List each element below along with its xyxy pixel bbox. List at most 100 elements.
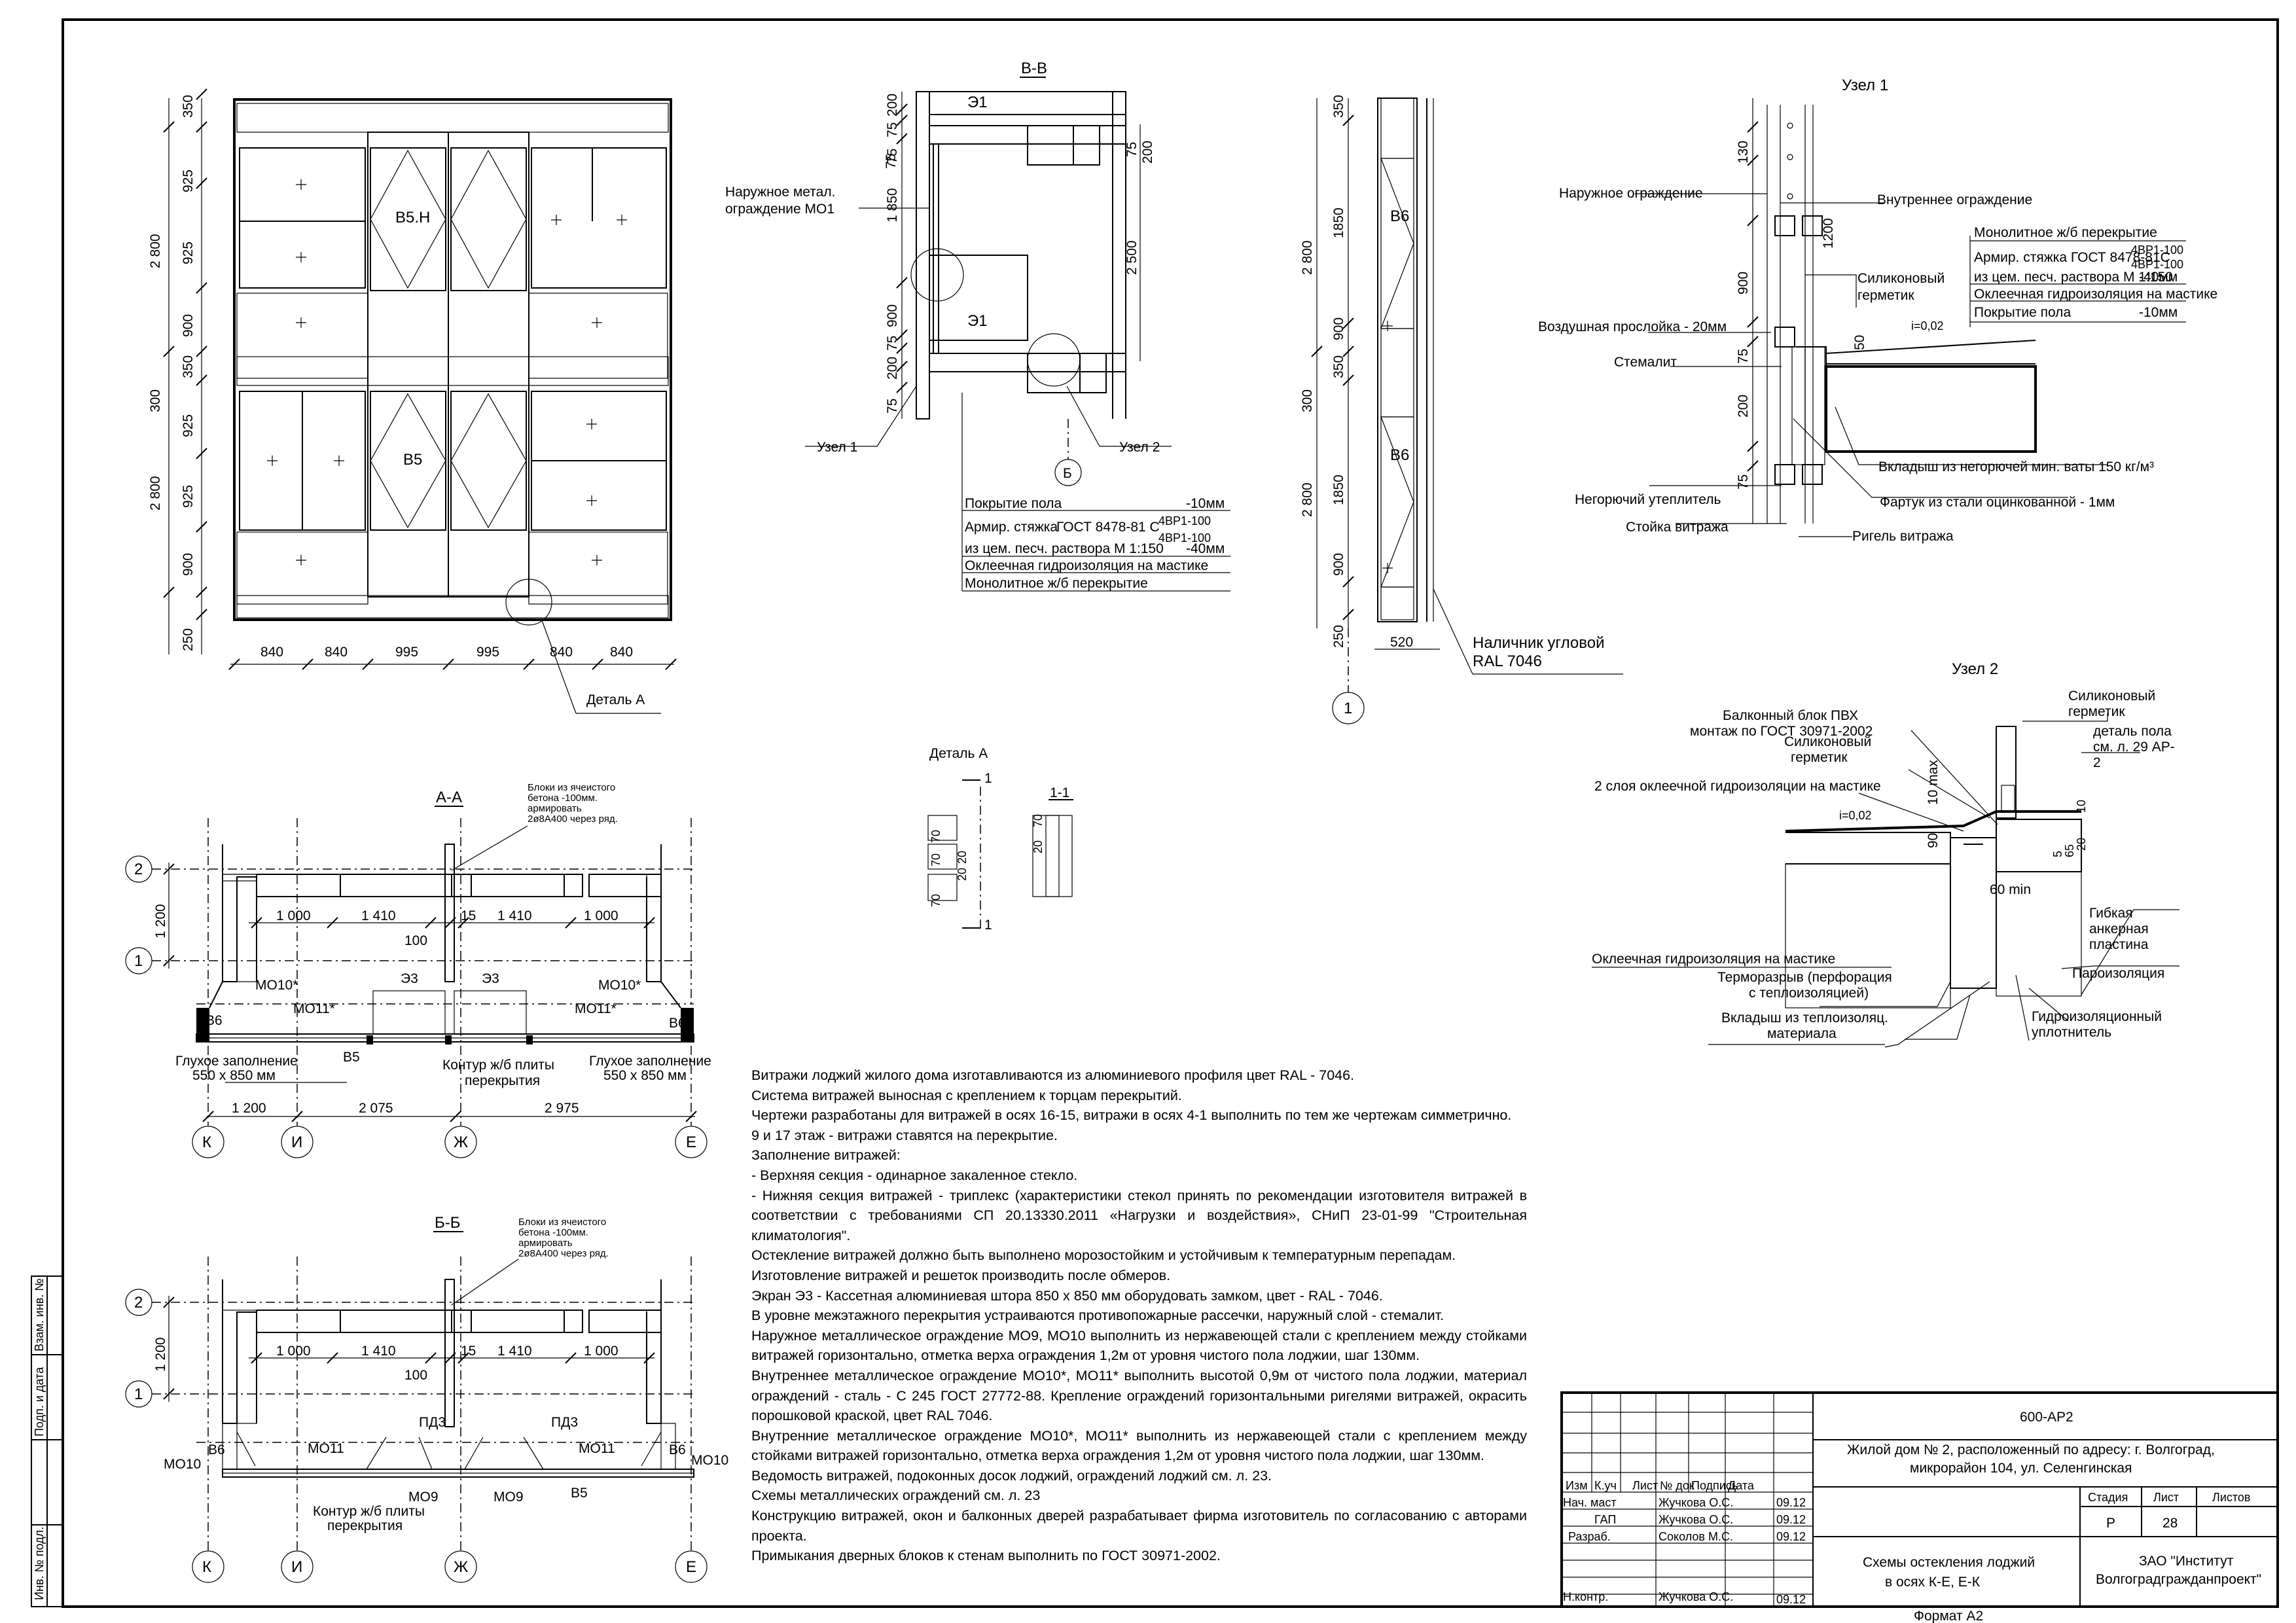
dim-v: 75 [885,149,900,164]
floor-r2c: 4ВР1-100 [1158,531,1211,544]
lbl-silicone-top: герметик [2068,704,2125,719]
dim: 2 075 [359,1101,393,1116]
lbl-air-gap: Воздушная прослойка - 20мм [1538,319,1727,334]
note-line: - Нижняя секция витражей - триплекс (хар… [751,1187,1527,1243]
pd3-label: ПД3 [551,1415,578,1430]
org: ЗАО "Институт [2139,1554,2234,1569]
detail-a: Деталь А 1-1 1 1 70 70 20 20 70 70 20 [927,746,1073,933]
blocks-note: армировать [518,1238,573,1249]
note-line: Экран Э3 - Кассетная алюминиевая штора 8… [751,1287,1383,1304]
plan-bb: Б-Б Блоки из ячеистого бетона -100мм. ар… [125,1214,728,1583]
e1-label: Э1 [967,94,988,111]
dim: 1 410 [361,908,396,923]
dim: 70 [929,853,942,866]
dim-h: 840 [610,645,633,660]
dim: 100 [404,1368,427,1383]
head-doc: № док [1660,1479,1695,1492]
blocks-note: армировать [528,803,582,814]
dim-520: 520 [1390,635,1413,650]
lbl-balcony-gost: монтаж по ГОСТ 30971-2002 [1690,724,1873,739]
dim-v: 900 [181,314,196,337]
dim-v-r: 75 [1124,142,1139,157]
dim-v: 1850 [1331,207,1346,238]
object-line: Жилой дом № 2, расположенный по адресу: … [1847,1442,2215,1457]
dim-v: 75 [885,336,900,351]
plan-aa-title: А-А [436,789,462,806]
sheet-title: Схемы остекления лоджий [1863,1555,2035,1570]
detail-a-title: Деталь А [929,746,988,761]
note-line: 9 и 17 этаж - витражи ставятся на перекр… [751,1127,1058,1143]
contour: Контур ж/б плиты [313,1504,425,1519]
tbl-r1: Монолитное ж/б перекрытие [1974,225,2157,240]
note-line: Изготовление витражей и решеток производ… [751,1267,1171,1283]
lbl-inner-fence: Внутреннее ограждение [1877,192,2032,207]
dim-v: 925 [181,414,196,437]
axis-zh: Ж [454,1558,468,1576]
floor-r4: Оклеечная гидроизоляция на мастике [965,558,1208,573]
dim: 70 [929,830,942,843]
axis-i: И [291,1558,302,1576]
object-line: микрорайон 104, ул. Селенгинская [1910,1461,2132,1476]
glass-right: Глухое заполнение [589,1054,711,1069]
stage-value: Р [2106,1516,2115,1531]
tbl-r3b: -40мм [2139,270,2178,285]
name: Жучкова О.С. [1659,1513,1733,1526]
floor-r1-v: -10мм [1186,496,1225,511]
lbl-apron: Фартук из стали оцинкованной - 1мм [1880,495,2115,510]
dim-total: 2 800 [148,234,163,268]
dim-v: 900 [181,553,196,576]
axis-2: 2 [134,1294,143,1311]
node1-title: Узел 1 [1842,77,1888,94]
dim: 1 000 [584,1344,619,1359]
sheet-head: Лист [2153,1491,2179,1504]
axis-1: 1 [134,1385,143,1403]
role: Нач. маст [1563,1496,1617,1509]
head-date: Дата [1728,1479,1755,1492]
dim-total: 2 800 [148,476,163,510]
lbl-anchor: Гибкая [2089,906,2133,921]
note-line: Внутренние металлическое ограждение МО10… [751,1427,1527,1464]
blocks-note: 2ø8А400 через ряд. [528,813,618,825]
dim-total: 2 800 [1300,240,1315,275]
slope: i=0,02 [1839,809,1872,822]
mo10-label: МО10 [164,1457,201,1472]
tbl-r2a: Армир. стяжка ГОСТ 8478-81С [1974,250,2170,265]
dim: 100 [404,933,427,948]
note-line: Ведомость витражей, подоконных досок лод… [751,1467,1272,1484]
node1-layers-table: Монолитное ж/б перекрытие Армир. стяжка … [1969,225,2217,327]
blocks-note: Блоки из ячеистого [528,782,615,793]
lbl-2layers: 2 слоя оклеечной гидроизоляции на мастик… [1594,779,1881,794]
mo1-label: ограждение МО1 [725,202,834,217]
dim: 15 [461,1344,476,1359]
lbl-rigel: Ригель витража [1852,529,1954,544]
dim-v: 925 [181,241,196,264]
lbl-seal: уплотнитель [2032,1025,2111,1040]
note-line: - Верхняя секция - одинарное закаленное … [751,1167,1078,1183]
sheet-title: в осях К-Е, Е-К [1885,1575,1981,1590]
axis-2: 2 [134,861,143,878]
lbl-silicone: Силиконовый [1857,271,1945,286]
lbl-silicone-mid: Силиконовый [1784,734,1871,749]
dim-v: 1 850 [885,188,900,223]
tbl-r2c: 4ВР1-100 [2131,243,2183,257]
lbl-stemalit: Стемалит [1614,355,1677,370]
head-kuch: К.уч [1594,1479,1617,1492]
org: Волгоградгражданпроект" [2096,1572,2261,1587]
lbl-floor-detail: см. л. 29 АР- [2093,740,2175,755]
dim-h: 995 [395,645,418,660]
lbl-thermal-break: с теплоизоляцией) [1749,986,1869,1001]
lbl-balcony: Балконный блок ПВХ [1723,708,1858,723]
tbl-r3a: из цем. песч. раствора М 1:150 [1974,270,2173,285]
head-sign: Подпись [1691,1479,1738,1492]
dim-v-r: 2 500 [1124,240,1139,275]
contour: перекрытия [327,1518,403,1533]
mo9-label: МО9 [408,1489,439,1505]
dim-h: 840 [325,645,348,660]
b6-label: В6 [669,1016,686,1031]
b6-label: В6 [669,1442,686,1457]
lbl-silicone-mid: герметик [1791,750,1848,765]
trim-note: RAL 7046 [1473,652,1542,670]
dim-v: 200 [1736,395,1751,418]
head-list: Лист [1632,1479,1658,1492]
name: Жучкова О.С. [1659,1590,1733,1603]
